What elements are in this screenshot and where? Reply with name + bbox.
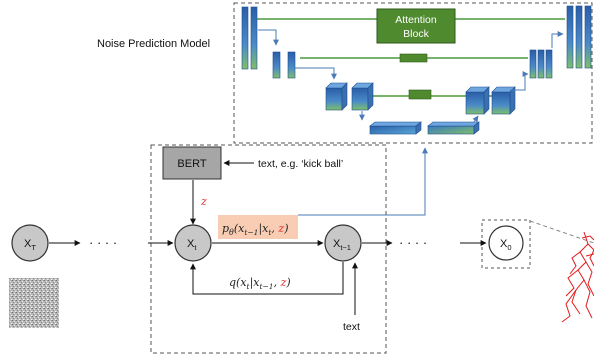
bert-box [162,146,222,180]
attention-label-line2: Block [403,28,429,40]
noise-prediction-model: Noise Prediction Model Attention Block [97,2,593,144]
encoder-cube-b [351,82,374,111]
q-label: q(xt|xt−1, z) [229,276,291,291]
encoder-block-2a [272,51,281,79]
down-arrow-2 [295,67,337,80]
model-dashed-border [233,2,593,144]
up-arrow-1 [472,115,479,123]
encoder-block-2b [287,51,296,79]
noise-image [9,278,59,328]
up-arrow-2 [510,71,529,91]
decoder-block-2c [545,49,553,79]
decoder-cube-b [491,86,516,115]
svg-text:Xt−1: Xt−1 [333,238,351,252]
attention-block [376,8,456,44]
x0-to-motion-connector [529,220,594,244]
bottleneck-block-b [427,121,480,135]
text-input-label: text, e.g. ‘kick ball’ [258,158,343,170]
svg-text:X0: X0 [500,238,512,252]
text-bottom-label: text [343,321,360,333]
decoder-block-1c [584,5,592,69]
p-theta-label: pθ(xt−1|xt, z) [222,222,288,237]
svg-text:XT: XT [24,238,36,252]
node-xT: XT [11,224,49,262]
z-label: z [200,195,207,208]
decoder-cube-a [465,86,490,115]
up-arrow-3 [551,31,564,48]
p-theta-background [218,215,298,239]
attention-label-line1: Attention [395,14,437,26]
decoder-block-2a [529,49,537,79]
svg-text:Xt: Xt [187,238,197,252]
model-title: Noise Prediction Model [97,38,210,50]
node-xt-minus-1: Xt−1 [324,224,362,262]
bottom-green-block [408,89,432,100]
process-dashed-border [150,144,387,354]
encoder-block-1a [241,6,249,70]
decoder-block-1a [566,5,574,69]
node-x0: X0 [481,219,531,269]
decoder-block-2b [537,49,545,79]
encoder-block-1b [250,6,258,70]
bert-label: BERT [177,158,206,170]
mid-green-block [399,53,428,63]
dots-left: · · · · [89,235,117,250]
dots-right: · · · · [399,235,427,250]
p-theta-to-model-arrow [298,147,428,216]
encoder-cube-a [325,82,348,111]
q-return-arrow [190,262,344,295]
bottleneck-block-a [369,121,422,135]
node-xt: Xt [174,224,212,262]
decoder-block-1b [575,5,583,69]
down-arrow-1 [258,29,279,46]
motion-skeleton [561,231,594,323]
